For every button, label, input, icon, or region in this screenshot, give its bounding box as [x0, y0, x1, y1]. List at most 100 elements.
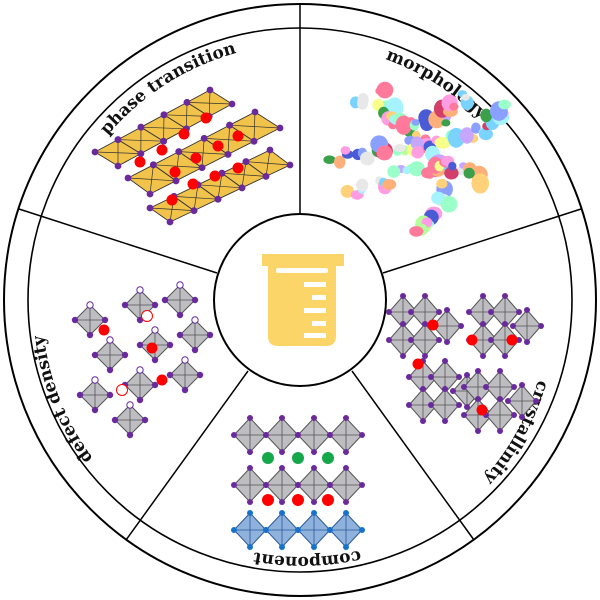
red-atom [209, 170, 221, 182]
gold-octahedron-edge [193, 184, 199, 211]
purple-atom [406, 402, 412, 408]
purple-atom [519, 382, 525, 388]
purple-atom [400, 353, 406, 359]
purple-atom [228, 100, 236, 108]
purple-atom [137, 150, 145, 158]
purple-atom [111, 416, 119, 424]
purple-atom [516, 309, 522, 315]
purple-atom [488, 337, 494, 343]
red-atom [212, 140, 224, 152]
purple-atom [422, 353, 428, 359]
blue-atom [279, 544, 285, 550]
blue-atom [263, 527, 269, 533]
blue-atom [279, 510, 285, 516]
purple-atom [475, 428, 481, 434]
red-atom [146, 342, 158, 354]
purple-atom [464, 372, 470, 378]
purple-atom [343, 415, 349, 421]
blue-atom [295, 527, 301, 533]
grain [471, 122, 481, 134]
grain [434, 136, 452, 149]
purple-atom [114, 162, 122, 170]
purple-atom [247, 465, 253, 471]
vacancy-site [151, 326, 159, 334]
red-atom [506, 334, 518, 346]
purple-atom [71, 316, 79, 324]
purple-atom [176, 311, 184, 319]
purple-atom [458, 323, 464, 329]
purple-atom [106, 391, 114, 399]
purple-atom [151, 356, 159, 364]
grain [408, 161, 425, 177]
purple-atom [101, 316, 109, 324]
blue-atom [311, 510, 317, 516]
blue-atom [247, 510, 253, 516]
green-atom [322, 452, 334, 464]
purple-atom [279, 499, 285, 505]
purple-atom [91, 406, 99, 414]
purple-atom [166, 371, 174, 379]
red-atom [476, 404, 488, 416]
purple-atom [428, 374, 434, 380]
purple-atom [276, 124, 284, 132]
purple-atom [226, 121, 234, 129]
purple-atom [461, 412, 467, 418]
morphology-illustration [323, 81, 511, 237]
purple-atom [295, 482, 301, 488]
purple-atom [231, 482, 237, 488]
purple-atom [266, 146, 274, 154]
grain [410, 136, 424, 150]
purple-atom [327, 482, 333, 488]
grain [409, 226, 424, 237]
grain [440, 195, 458, 213]
grain [340, 184, 354, 198]
purple-atom [359, 432, 365, 438]
purple-atom [464, 404, 470, 410]
blue-atom [247, 544, 253, 550]
grain [411, 119, 421, 126]
purple-atom [475, 368, 481, 374]
purple-atom [420, 418, 426, 424]
red-atom [190, 152, 202, 164]
defect-density-illustration [71, 281, 214, 439]
blue-atom [231, 527, 237, 533]
vacancy-site [91, 376, 99, 384]
purple-atom [502, 293, 508, 299]
red-atom [98, 324, 110, 336]
purple-atom [238, 184, 246, 192]
purple-atom [126, 431, 134, 439]
purple-atom [114, 136, 122, 144]
purple-atom [151, 301, 159, 309]
purple-atom [191, 346, 199, 354]
purple-atom [442, 358, 448, 364]
blue-atom [359, 527, 365, 533]
red-atom [322, 494, 334, 506]
red-atom [178, 128, 190, 140]
grain [394, 144, 406, 152]
purple-atom [176, 331, 184, 339]
blue-atom [343, 510, 349, 516]
purple-atom [408, 337, 414, 343]
purple-atom [121, 351, 129, 359]
purple-atom [519, 414, 525, 420]
grain [395, 115, 412, 135]
purple-atom [247, 449, 253, 455]
purple-atom [166, 341, 174, 349]
purple-atom [488, 309, 494, 315]
purple-atom [444, 307, 450, 313]
red-atom [466, 334, 478, 346]
gold-octahedron-edge [241, 161, 247, 188]
purple-atom [311, 449, 317, 455]
purple-atom [442, 418, 448, 424]
grain [334, 155, 346, 169]
purple-atom [146, 204, 154, 212]
gold-octahedron-edge [227, 125, 230, 155]
purple-atom [181, 386, 189, 394]
purple-atom [386, 337, 392, 343]
purple-atom [502, 321, 508, 327]
purple-atom [480, 293, 486, 299]
purple-atom [124, 174, 132, 182]
purple-atom [206, 86, 214, 94]
red-atom [412, 358, 424, 370]
beaker-icon [262, 254, 344, 346]
